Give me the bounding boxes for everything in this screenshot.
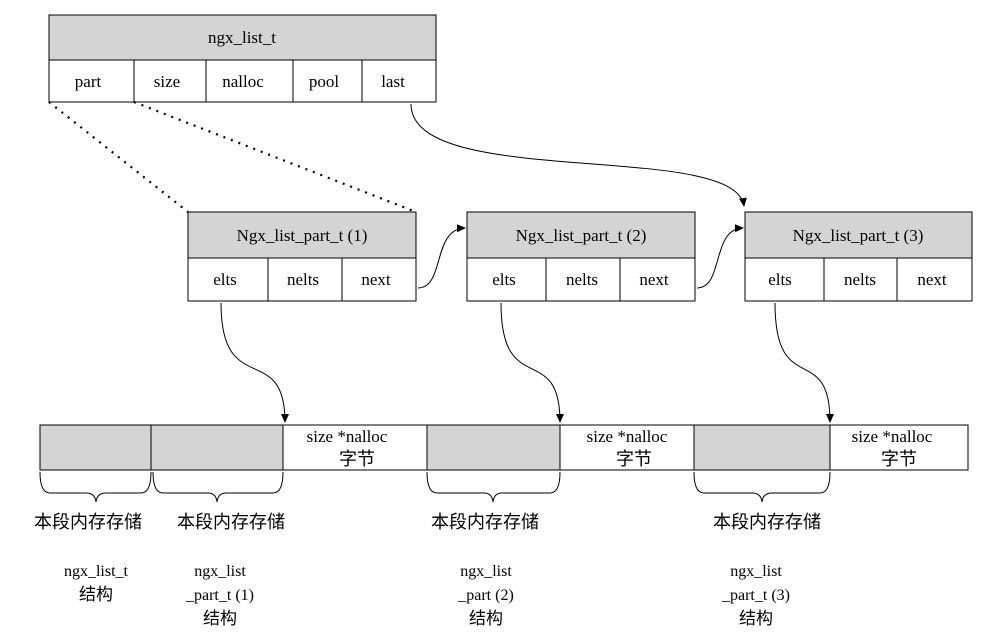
part1-field-elts: elts — [213, 270, 237, 289]
caption-part1-line2: _part_t (1) — [185, 587, 254, 604]
field-nalloc: nalloc — [222, 72, 264, 91]
part2-field-nelts: nelts — [566, 270, 598, 289]
memory-part1-struct — [150, 424, 284, 471]
caption-part2-line3: 结构 — [469, 609, 503, 629]
part3-field-next: next — [917, 270, 947, 289]
size-label-2-unit: 字节 — [616, 449, 652, 470]
caption-part3-line1: ngx_list — [730, 563, 782, 580]
size-label-1: size *nalloc — [307, 427, 388, 446]
caption-part3-line3: 结构 — [739, 609, 773, 629]
list-part-1-box: Ngx_list_part_t (1) elts nelts next — [187, 211, 417, 302]
list-part-2-box: Ngx_list_part_t (2) elts nelts next — [466, 211, 696, 302]
part1-field-nelts: nelts — [287, 270, 319, 289]
segment-braces — [39, 471, 831, 503]
memory-list-struct — [39, 424, 152, 471]
segment-label-3: 本段内存存储 — [431, 512, 539, 533]
memory-part2-struct — [426, 424, 561, 471]
field-size: size — [154, 72, 180, 91]
list-part-2-title: Ngx_list_part_t (2) — [516, 226, 647, 245]
part2-field-elts: elts — [492, 270, 516, 289]
size-label-3: size *nalloc — [852, 427, 933, 446]
dotted-line-left — [48, 101, 189, 213]
ngx-list-t-title: ngx_list_t — [208, 28, 276, 47]
caption-part1-line1: ngx_list — [194, 563, 246, 580]
field-last: last — [381, 72, 405, 91]
arrow-elts-1 — [220, 302, 289, 423]
dotted-line-right — [133, 100, 417, 214]
caption-part1-line3: 结构 — [203, 609, 237, 629]
part3-field-elts: elts — [768, 270, 792, 289]
arrow-next-2-to-part3 — [696, 224, 744, 289]
memory-part3-struct — [693, 424, 831, 471]
caption-part2-line2: _part (2) — [457, 587, 514, 604]
arrow-elts-3 — [774, 302, 834, 423]
part1-field-next: next — [361, 270, 391, 289]
list-part-3-title: Ngx_list_part_t (3) — [793, 226, 924, 245]
part3-field-nelts: nelts — [844, 270, 876, 289]
size-label-1-unit: 字节 — [339, 449, 375, 470]
caption-list-line2: 结构 — [79, 585, 113, 605]
list-part-3-box: Ngx_list_part_t (3) elts nelts next — [744, 211, 973, 302]
field-pool: pool — [309, 72, 340, 91]
arrow-last-to-part3 — [410, 103, 747, 207]
size-label-2: size *nalloc — [587, 427, 668, 446]
memory-strip: size *nalloc 字节 size *nalloc 字节 size *na… — [39, 424, 969, 471]
arrow-elts-2 — [500, 302, 564, 423]
ngx-list-t-header — [48, 14, 437, 61]
ngx-list-t-box: ngx_list_t part size nalloc pool last — [48, 14, 437, 103]
part2-field-next: next — [639, 270, 669, 289]
size-label-3-unit: 字节 — [881, 449, 917, 470]
list-part-1-title: Ngx_list_part_t (1) — [237, 226, 368, 245]
caption-part3-line2: _part_t (3) — [721, 587, 790, 604]
caption-part2-line1: ngx_list — [460, 563, 512, 580]
segment-label-2: 本段内存存储 — [177, 512, 285, 533]
arrow-next-1-to-part2 — [417, 224, 466, 289]
segment-label-4: 本段内存存储 — [713, 512, 821, 533]
segment-label-1: 本段内存存储 — [34, 512, 142, 533]
field-part: part — [75, 72, 102, 91]
caption-list-line1: ngx_list_t — [64, 563, 129, 580]
